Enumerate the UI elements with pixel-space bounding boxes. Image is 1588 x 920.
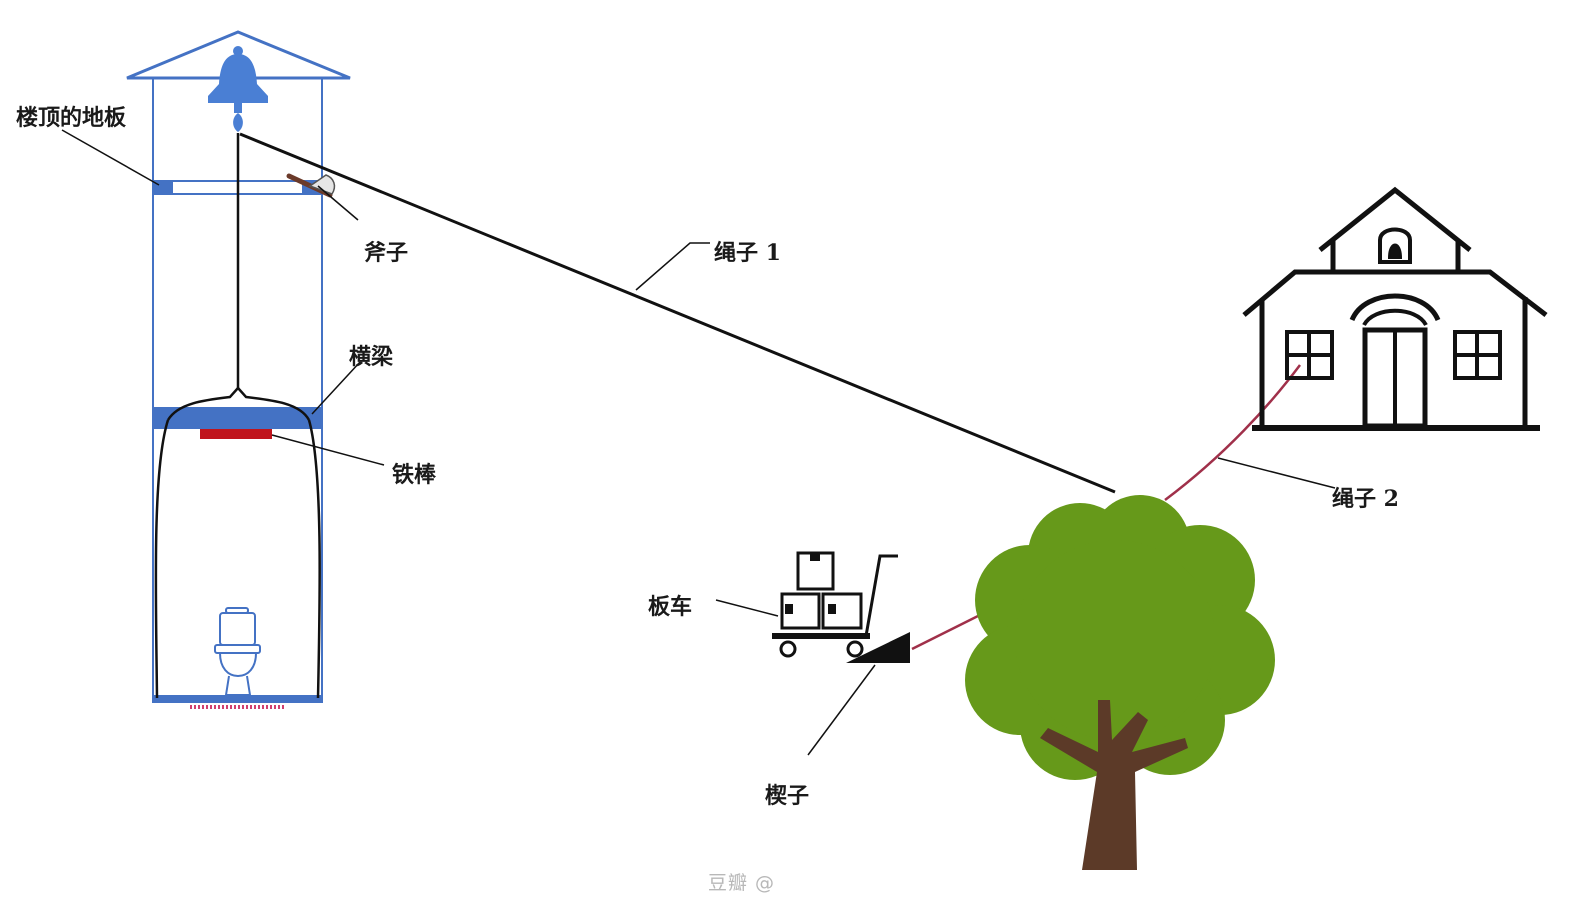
bell-icon xyxy=(208,46,268,132)
cart-icon xyxy=(772,551,898,658)
cross-beam xyxy=(153,407,322,429)
leader-lines xyxy=(61,129,1336,756)
bell-rope xyxy=(154,133,321,699)
label-roof-floor: 楼顶的地板 xyxy=(16,105,127,131)
label-iron-bar: 铁棒 xyxy=(392,462,437,488)
watermark: 豆瓣 @ xyxy=(708,872,776,894)
rope-1 xyxy=(239,132,1116,494)
house-icon xyxy=(1242,186,1548,431)
wedge-icon xyxy=(846,632,910,663)
label-beam: 横梁 xyxy=(349,344,394,370)
label-wedge: 楔子 xyxy=(765,783,810,809)
label-axe: 斧子 xyxy=(364,240,409,266)
tree-icon xyxy=(965,495,1275,870)
iron-bar xyxy=(200,429,272,439)
label-rope-1: 绳子 1 xyxy=(714,240,781,266)
axe-icon xyxy=(286,173,336,198)
label-rope-2: 绳子 2 xyxy=(1332,486,1399,512)
label-cart: 板车 xyxy=(648,594,693,620)
toilet-icon xyxy=(214,607,261,696)
bottom-floor xyxy=(153,695,322,703)
